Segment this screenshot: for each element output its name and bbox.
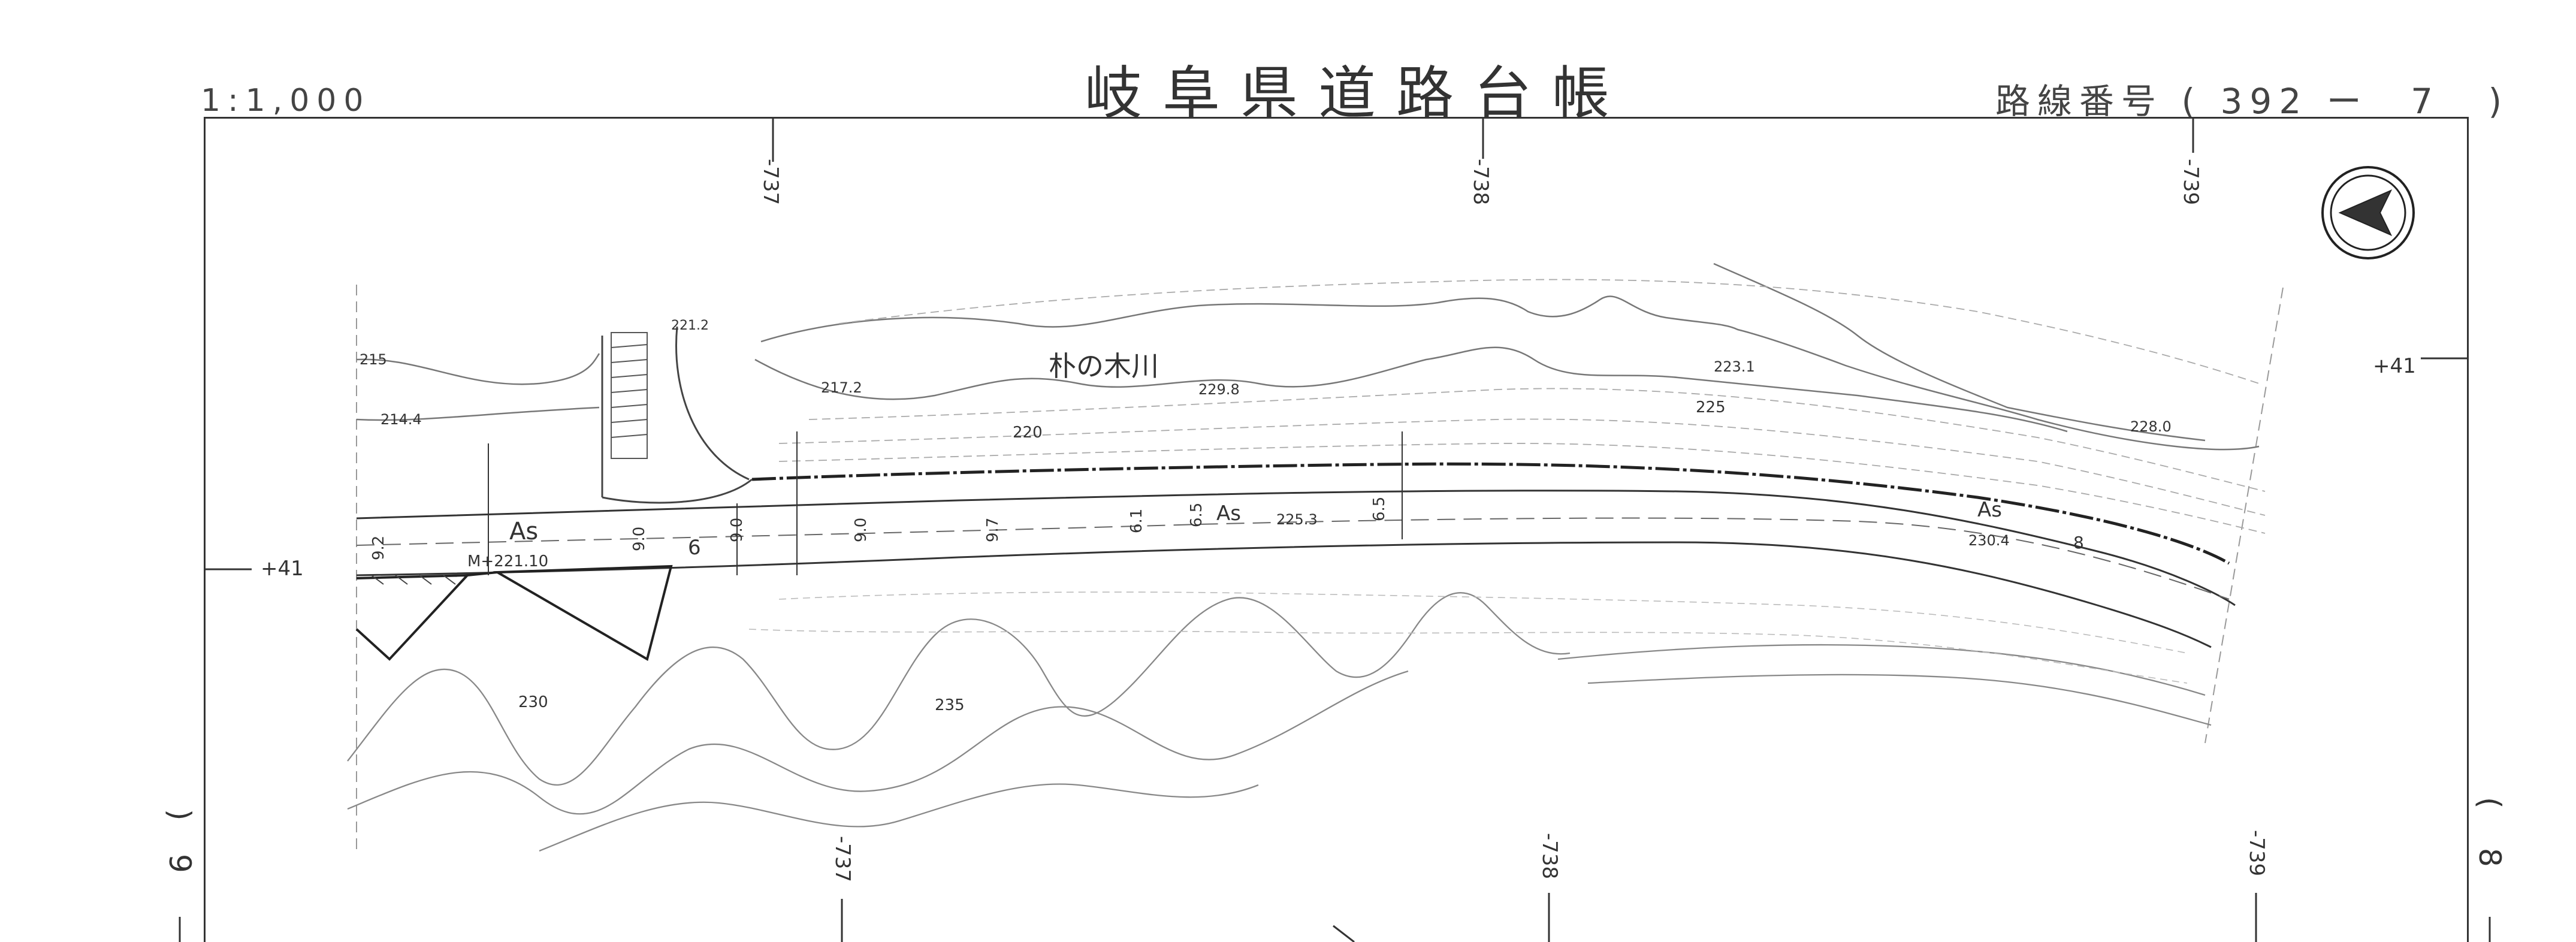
width-9-2: 9.2 (370, 536, 388, 560)
width-9-0-a: 9.0 (630, 527, 648, 551)
grid-label-left-41: +41 (261, 557, 304, 581)
contour-229-8: 229.8 (1198, 381, 1240, 398)
route-dash: ー (2326, 81, 2369, 122)
surface-as-left: As (509, 518, 538, 545)
slope-hatch (371, 575, 456, 585)
contours-minor (778, 279, 2266, 534)
sheet-title: 岐阜県道路台帳 (1085, 60, 1630, 127)
section-number: 6 (688, 536, 701, 560)
surface-as-mid: As (1216, 502, 1241, 526)
width-6-5-b: 6.5 (1370, 497, 1388, 521)
grid-label-top-738: -738 (1469, 159, 1493, 205)
river-bank (751, 462, 2230, 565)
grid-label-bottom-739: -739 (2245, 830, 2269, 876)
width-6-1: 6.1 (1128, 509, 1146, 533)
contour-217-2: 217.2 (821, 379, 862, 396)
width-9-7: 9.7 (984, 518, 1002, 542)
map-scale: 1:1,000 (201, 83, 371, 119)
width-6-5-a: 6.5 (1188, 503, 1206, 527)
contour-225: 225 (1696, 398, 1726, 416)
route-section: 7 (2411, 81, 2441, 122)
contour-8: 8 (2073, 533, 2084, 552)
left-sheet-number: 9 (162, 854, 197, 873)
grid-label-bottom-738: -738 (1538, 833, 1562, 879)
contour-235: 235 (935, 696, 965, 714)
contour-223-1: 223.1 (1714, 358, 1755, 375)
route-number: 392 (2220, 81, 2309, 122)
route-close-paren: ) (2488, 81, 2509, 122)
contour-215: 215 (360, 351, 387, 368)
bench-mark-label: M+221.10 (467, 552, 548, 570)
slope-structures (355, 564, 673, 662)
grid-label-top-739: -739 (2179, 159, 2203, 205)
contour-220: 220 (1013, 424, 1043, 442)
width-9-0-c: 9.0 (852, 518, 870, 542)
stairs (611, 332, 648, 459)
river-name: 朴の木川 (1049, 350, 1159, 382)
route-number-block: 路線番号 ( 392 ー 7 ) (1995, 73, 2509, 123)
north-arrow-icon (2321, 166, 2415, 259)
surface-as-right: As (1977, 498, 2002, 522)
side-road (601, 326, 753, 504)
contour-230-4: 230.4 (1968, 532, 2010, 549)
map-frame (204, 117, 2469, 942)
contour-221-2: 221.2 (671, 318, 709, 333)
contours-lower (347, 592, 2212, 852)
route-open-paren: ( (2181, 81, 2203, 122)
grid-label-right-41: +41 (2373, 354, 2416, 378)
contour-230: 230 (518, 693, 548, 711)
grid-label-top-737: -737 (759, 159, 783, 205)
route-number-label: 路線番号 (1995, 81, 2164, 122)
right-sheet-paren: ( (2472, 797, 2507, 809)
grid-label-bottom-737: -737 (831, 836, 854, 882)
road-edges (356, 490, 2236, 648)
width-9-0-b: 9.0 (728, 518, 746, 542)
right-sheet-number: 8 (2472, 848, 2507, 867)
contour-214-4: 214.4 (380, 411, 422, 428)
contour-225-3: 225.3 (1276, 511, 1318, 528)
contour-228-0: 228.0 (2130, 418, 2172, 435)
left-sheet-paren: ) (162, 809, 197, 821)
contours-upper (356, 262, 2260, 451)
